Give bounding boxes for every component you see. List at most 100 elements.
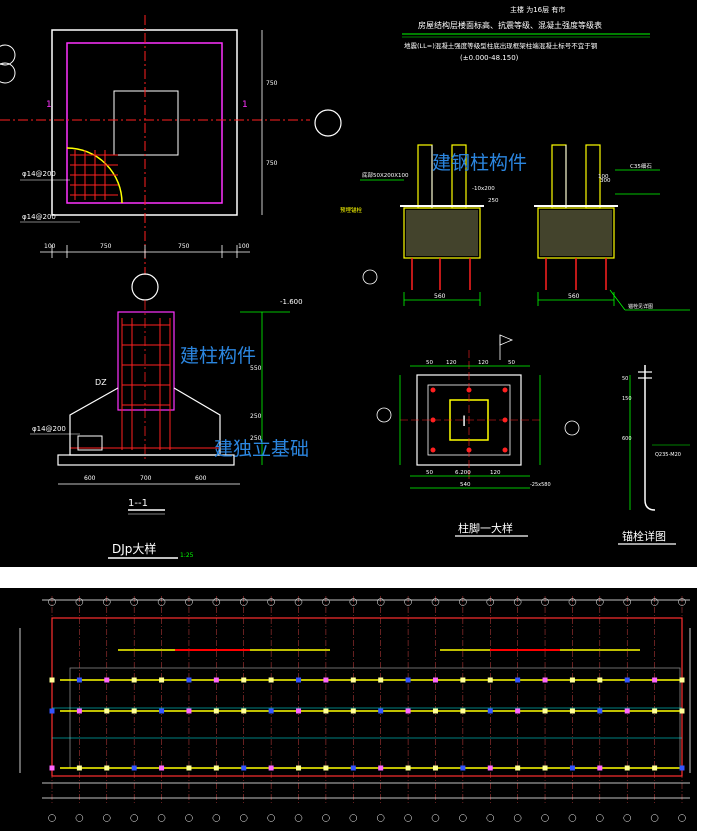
steel-note-right2: 锚栓见详图 [628,303,653,310]
column-marker [569,765,575,771]
detail-scale: 1:25 [180,552,194,559]
column-marker [597,677,603,683]
axis-bubble [157,814,166,822]
column-marker [432,677,438,683]
column-marker [679,708,685,714]
axis-bubble [404,814,412,822]
column-marker [296,765,302,771]
column-marker [49,765,55,771]
axis-bubble [349,814,358,822]
column-marker [186,708,192,714]
axis-bubble [294,598,303,606]
detail-title: DJp大样 [112,541,156,556]
column-marker [652,677,658,683]
steel-note-side: 100 [598,174,609,180]
axis-bubble [212,598,221,606]
column-marker [241,708,247,714]
column-marker [131,677,137,683]
steel-dim-b2: 560 [568,293,580,300]
axis-bubble [349,598,358,606]
axis-bubble [678,814,686,822]
column-marker [652,708,658,714]
axis-bubble [75,814,84,822]
axis-bubble [48,814,56,822]
section-elev: -1.600 [280,298,303,306]
column-marker [76,765,82,771]
section-title: 1--1 [128,498,148,509]
title-block: 主楼 为16层 有市 房屋结构层楼面标高、抗震等级、混凝土强度等级表 地震(LL… [402,5,650,62]
axis-bubble [623,598,631,606]
steel-dim-top: 300 [600,178,611,184]
axis-bubble [294,814,303,822]
dim-b4: 100 [238,243,250,250]
axis-bubble [267,814,275,822]
column-marker [131,708,137,714]
axis-bubble [157,598,166,606]
column-base-plan: I 50 120 120 50 50 6.200 120 [376,334,580,537]
axis-bubble [459,598,467,606]
column-marker [487,708,493,714]
axis-bubble [459,814,467,822]
axis-bubble [75,598,84,606]
axis-mark-left: 1 [46,100,52,110]
column-marker [597,708,603,714]
column-marker [49,677,55,683]
cb-title: 柱脚一大样 [458,521,513,535]
axis-bubble [376,598,385,606]
column-marker [432,708,438,714]
column-marker [131,765,137,771]
axis-bubble [130,598,138,606]
axis-bubble [513,814,522,822]
title-line4: (±0.000-48.150) [460,54,519,62]
axis-bubble [103,814,111,822]
column-marker [213,677,219,683]
column-marker [323,765,329,771]
column-marker [268,677,274,683]
dim-r2: 750 [266,160,278,167]
axis-mark-right: 1 [242,100,248,110]
footing-section: DZ φ14@200 -1.600 600 700 600 250 250 55… [30,298,303,559]
axis-bubble [513,598,522,606]
title-line1: 主楼 为16层 有市 [510,5,565,14]
anchor-dim3: 600 [622,436,632,442]
floor-plan-canvas [19,596,691,822]
axis-bubble [568,598,577,606]
axis-bubble [568,814,577,822]
label-isolated-footing: 建独立基础 [214,438,310,460]
column-marker [542,708,548,714]
column-marker [350,708,356,714]
dim-b3: 750 [178,243,190,250]
column-marker [624,765,630,771]
axis-bubble [212,814,221,822]
column-marker [378,765,384,771]
column-marker [241,677,247,683]
column-marker [405,677,411,683]
column-marker [652,765,658,771]
sec-dim2: 700 [140,475,152,482]
axis-bubble [650,814,659,822]
column-marker [296,677,302,683]
column-marker [241,765,247,771]
column-markers [49,677,685,771]
column-marker [405,765,411,771]
anchor-dim2: 150 [622,396,632,402]
axis-bubble [650,598,659,606]
column-marker [104,677,110,683]
sec-dim1: 600 [84,475,96,482]
steel-dim-mid: 250 [488,198,499,204]
column-marker [569,708,575,714]
column-marker [268,765,274,771]
steel-dim-b1: 560 [434,293,446,300]
axis-bubble [103,598,111,606]
axis-bubble [623,814,631,822]
column-marker [213,765,219,771]
axis-bubble [541,814,549,822]
column-marker [405,708,411,714]
label-steel-column-component: 建钢柱构件 [432,152,528,174]
steel-note-mid: -10x200 [472,186,495,192]
axis-bubble [185,598,193,606]
column-marker [679,677,685,683]
cb-dim-t1: 50 [426,360,433,366]
column-marker [296,708,302,714]
axis-bubble [322,814,330,822]
